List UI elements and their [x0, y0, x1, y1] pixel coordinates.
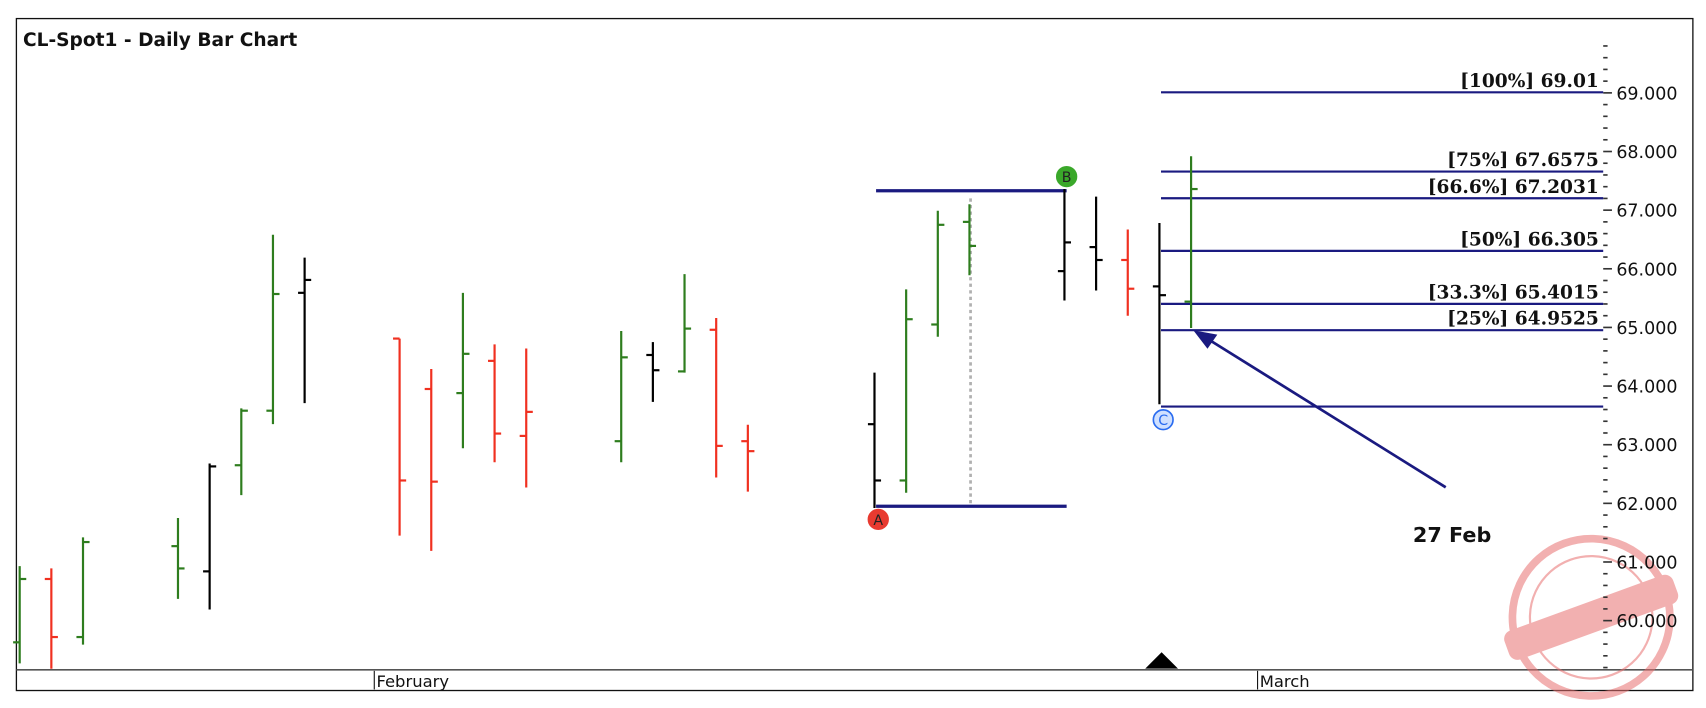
chart-title: CL-Spot1 - Daily Bar Chart	[23, 30, 297, 51]
annotation: 27 Feb	[1193, 330, 1491, 547]
price-bars	[13, 156, 1198, 669]
y-tick-label: 67.000	[1616, 202, 1677, 222]
swing-marker-label: B	[1062, 170, 1072, 186]
fib-level-label: [75%] 67.6575	[1447, 150, 1599, 171]
fib-level-label: [66.6%] 67.2031	[1428, 177, 1599, 198]
swing-marker-c	[1152, 409, 1174, 431]
swing-marker-a	[867, 508, 889, 531]
fib-levels: [100%] 69.01 [75%] 67.6575 [66.6%] 67.2031…	[1161, 71, 1604, 332]
swing-marker-b	[1055, 165, 1078, 188]
fib-level-label: [33.3%] 65.4015	[1428, 282, 1599, 303]
y-tick-label: 66.000	[1616, 260, 1677, 280]
y-tick-label: 68.000	[1616, 143, 1677, 163]
fib-level-label: [100%] 69.01	[1460, 71, 1599, 92]
y-tick-label: 69.000	[1616, 84, 1677, 104]
month-label: March	[1260, 672, 1310, 691]
protected-image-stamp	[1504, 534, 1679, 700]
arrow-head-icon	[1193, 330, 1218, 349]
fib-level-label: [25%] 64.9525	[1447, 309, 1599, 330]
month-label: February	[376, 672, 449, 691]
fib-level-label: [50%] 66.305	[1460, 229, 1599, 250]
swing-lines	[876, 189, 1604, 508]
x-axis-months: February March	[373, 670, 1310, 691]
swing-markers: A B C	[867, 165, 1179, 669]
annotation-label: 27 Feb	[1413, 523, 1491, 547]
chart-frame	[15, 17, 1694, 692]
y-tick-label: 63.000	[1616, 436, 1677, 456]
y-axis: 60.000 61.000 62.000 63.000 64.000 65.000 66.0…	[1603, 45, 1677, 669]
y-tick-label: 61.000	[1616, 554, 1677, 574]
y-tick-label: 64.000	[1616, 378, 1677, 398]
y-tick-label: 65.000	[1616, 319, 1677, 339]
current-bar-triangle-icon	[1145, 652, 1179, 669]
y-tick-label: 62.000	[1616, 495, 1677, 515]
y-tick-label: 60.000	[1616, 612, 1677, 632]
swing-marker-label: C	[1158, 413, 1168, 429]
annotation-arrow	[1203, 335, 1447, 489]
swing-marker-label: A	[873, 513, 883, 529]
